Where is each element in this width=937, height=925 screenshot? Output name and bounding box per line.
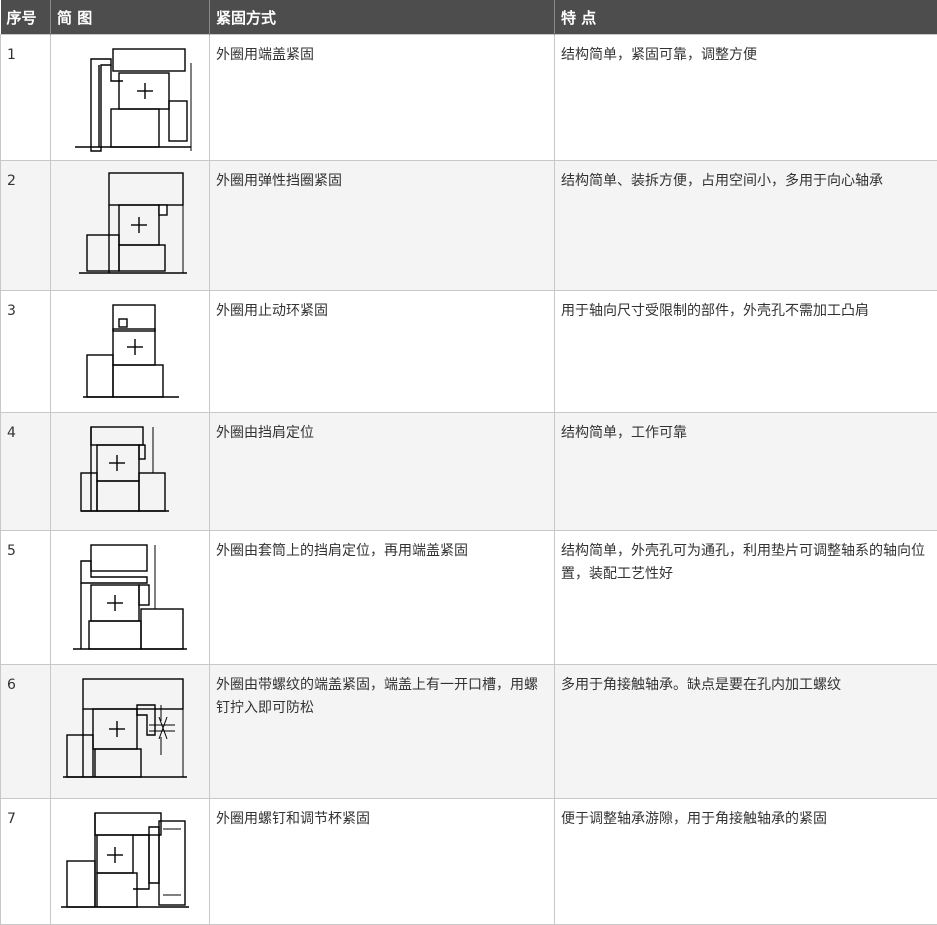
bearing-end-cover-diagram-icon: [51, 35, 210, 159]
bearing-snap-ring-diagram-icon: [51, 161, 210, 289]
row-index: 2: [1, 161, 51, 291]
row-index: 7: [1, 799, 51, 925]
row-feature: 结构简单、装拆方便，占用空间小，多用于向心轴承: [555, 161, 937, 291]
row-feature: 多用于角接触轴承。缺点是要在孔内加工螺纹: [555, 665, 937, 799]
table-row: 5 外圈由套筒上的挡肩定位，再用端盖紧固 结构简单，外壳孔可为通孔，利用垫片可调…: [1, 531, 937, 665]
diagram-cell: [51, 799, 210, 925]
diagram-cell: [51, 531, 210, 665]
row-method: 外圈用端盖紧固: [210, 35, 555, 161]
bearing-stop-ring-diagram-icon: [51, 291, 210, 411]
row-feature: 用于轴向尺寸受限制的部件，外壳孔不需加工凸肩: [555, 291, 937, 413]
table-header-row: 序号 简 图 紧固方式 特 点: [1, 0, 937, 35]
row-feature: 结构简单，外壳孔可为通孔，利用垫片可调整轴系的轴向位置，装配工艺性好: [555, 531, 937, 665]
header-index: 序号: [1, 0, 51, 35]
row-index: 3: [1, 291, 51, 413]
bearing-sleeve-shoulder-diagram-icon: [51, 531, 210, 663]
row-method: 外圈由套筒上的挡肩定位，再用端盖紧固: [210, 531, 555, 665]
header-method: 紧固方式: [210, 0, 555, 35]
bearing-threaded-cover-diagram-icon: [51, 665, 210, 797]
row-index: 5: [1, 531, 51, 665]
table-row: 4 外圈由挡肩定位 结构简单，工作可靠: [1, 413, 937, 531]
table-row: 2 外圈用弹性挡圈紧固 结构简单、装拆方便，占用空间小，多用于向心轴承: [1, 161, 937, 291]
row-feature: 结构简单，工作可靠: [555, 413, 937, 531]
header-feature: 特 点: [555, 0, 937, 35]
row-feature: 结构简单，紧固可靠，调整方便: [555, 35, 937, 161]
row-index: 4: [1, 413, 51, 531]
row-index: 6: [1, 665, 51, 799]
diagram-cell: [51, 35, 210, 161]
diagram-cell: [51, 413, 210, 531]
bearing-screw-cup-diagram-icon: [51, 799, 210, 923]
table-row: 7 外圈用螺钉和调节杯紧固 便于调整轴承游隙，用: [1, 799, 937, 925]
diagram-cell: [51, 665, 210, 799]
row-feature: 便于调整轴承游隙，用于角接触轴承的紧固: [555, 799, 937, 925]
table-row: 6 外圈由带螺纹: [1, 665, 937, 799]
bearing-shoulder-diagram-icon: [51, 413, 210, 529]
row-method: 外圈由挡肩定位: [210, 413, 555, 531]
row-index: 1: [1, 35, 51, 161]
header-diagram: 简 图: [51, 0, 210, 35]
diagram-cell: [51, 291, 210, 413]
table-row: 3 外圈用止动环紧固 用于轴向尺寸受限制的部件，外壳孔不需加工凸肩: [1, 291, 937, 413]
table-row: 1 外圈用端盖紧固 结构简单，紧固可靠，调整方便: [1, 35, 937, 161]
row-method: 外圈用弹性挡圈紧固: [210, 161, 555, 291]
row-method: 外圈用止动环紧固: [210, 291, 555, 413]
diagram-cell: [51, 161, 210, 291]
row-method: 外圈用螺钉和调节杯紧固: [210, 799, 555, 925]
row-method: 外圈由带螺纹的端盖紧固，端盖上有一开口槽，用螺钉拧入即可防松: [210, 665, 555, 799]
